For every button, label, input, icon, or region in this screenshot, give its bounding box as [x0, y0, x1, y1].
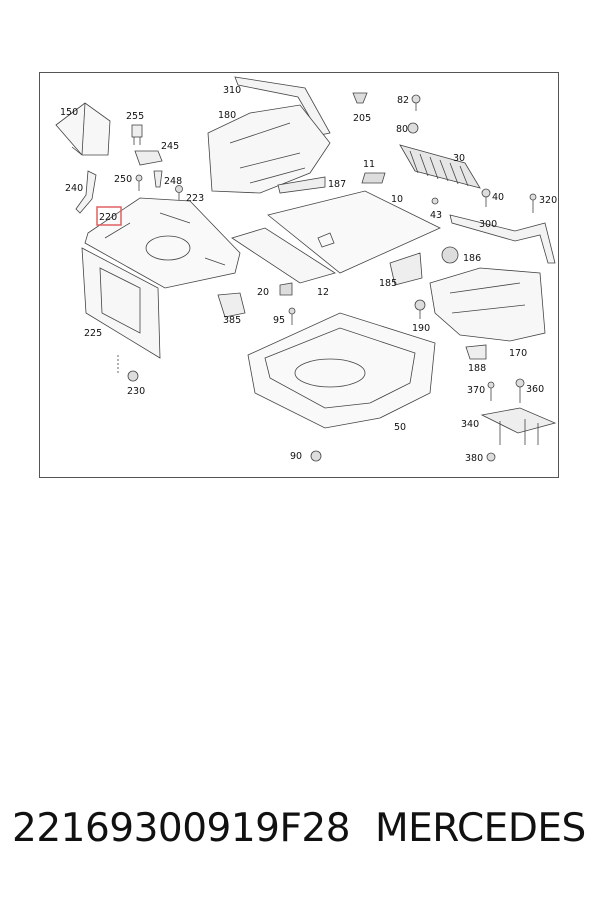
part-240-shape: [75, 170, 97, 214]
part-30-shape: [399, 144, 481, 189]
label-11: 11: [363, 159, 375, 170]
label-360: 360: [526, 384, 544, 395]
highlight-box-220: [96, 206, 122, 226]
part-187-shape: [277, 176, 326, 194]
part-80-shape: [407, 122, 419, 134]
part-11-shape: [361, 172, 386, 184]
part-300-shape: [449, 214, 556, 264]
brand-text: MERCEDES: [375, 806, 586, 851]
exploded-view-drawing: 150 255 245 250 248 223 240 220 225 230 …: [55, 76, 557, 464]
part-40-shape: [481, 188, 491, 207]
label-12: 12: [317, 287, 329, 298]
part-90-shape: [310, 450, 322, 462]
part-370-shape: [487, 381, 495, 401]
part-43-shape: [431, 197, 439, 205]
label-82: 82: [397, 95, 409, 106]
part-186-shape: [441, 246, 459, 264]
parts-diagram: 150 255 245 250 248 223 240 220 225 230 …: [39, 72, 559, 478]
part-20-shape: [279, 282, 293, 296]
part-320-shape: [529, 193, 537, 213]
label-385: 385: [223, 315, 241, 326]
label-90: 90: [290, 451, 302, 462]
label-150: 150: [60, 107, 78, 118]
label-245: 245: [161, 141, 179, 152]
label-310: 310: [223, 85, 241, 96]
label-170: 170: [509, 348, 527, 359]
part-190-shape: [414, 299, 426, 319]
label-370: 370: [467, 385, 485, 396]
part-number-text: 22169300919F28: [12, 806, 351, 851]
label-300: 300: [479, 219, 497, 230]
part-223-shape: [175, 185, 183, 203]
part-220-shape: [84, 197, 241, 289]
label-20: 20: [257, 287, 269, 298]
part-255-shape: [131, 124, 143, 145]
part-250-shape: [135, 174, 143, 191]
part-245-shape: [134, 150, 163, 166]
part-205-shape: [352, 92, 368, 104]
part-150-shape: [55, 102, 111, 156]
part-95-shape: [288, 307, 296, 325]
label-225: 225: [84, 328, 102, 339]
label-188: 188: [468, 363, 486, 374]
label-50: 50: [394, 422, 406, 433]
label-43: 43: [430, 210, 442, 221]
part-380-shape: [486, 452, 496, 462]
label-230: 230: [127, 386, 145, 397]
label-10: 10: [391, 194, 403, 205]
label-250: 250: [114, 174, 132, 185]
part-170-shape: [429, 267, 546, 342]
part-385-shape: [217, 292, 246, 318]
label-248: 248: [164, 176, 182, 187]
label-320: 320: [539, 195, 557, 206]
label-380: 380: [465, 453, 483, 464]
label-190: 190: [412, 323, 430, 334]
part-340-shape: [480, 407, 557, 445]
label-186: 186: [463, 253, 481, 264]
part-248-shape: [153, 170, 163, 188]
label-240: 240: [65, 183, 83, 194]
part-185-shape: [389, 252, 423, 286]
label-95: 95: [273, 315, 285, 326]
part-12-shape: [231, 227, 336, 284]
label-340: 340: [461, 419, 479, 430]
part-360-shape: [515, 378, 525, 403]
part-180-shape: [207, 104, 331, 194]
label-80: 80: [396, 124, 408, 135]
part-225-shape: [81, 247, 161, 359]
part-10-shape: [267, 190, 441, 274]
label-30: 30: [453, 153, 465, 164]
label-255: 255: [126, 111, 144, 122]
label-187: 187: [328, 179, 346, 190]
label-180: 180: [218, 110, 236, 121]
label-40: 40: [492, 192, 504, 203]
part-82-shape: [411, 94, 421, 111]
label-205: 205: [353, 113, 371, 124]
label-223: 223: [186, 193, 204, 204]
part-50-shape: [247, 312, 436, 429]
label-220: 220: [99, 212, 117, 223]
caption: 22169300919F28 MERCEDES: [12, 806, 592, 862]
label-185: 185: [379, 278, 397, 289]
part-188-shape: [465, 344, 487, 360]
part-230-shape: [117, 355, 139, 382]
